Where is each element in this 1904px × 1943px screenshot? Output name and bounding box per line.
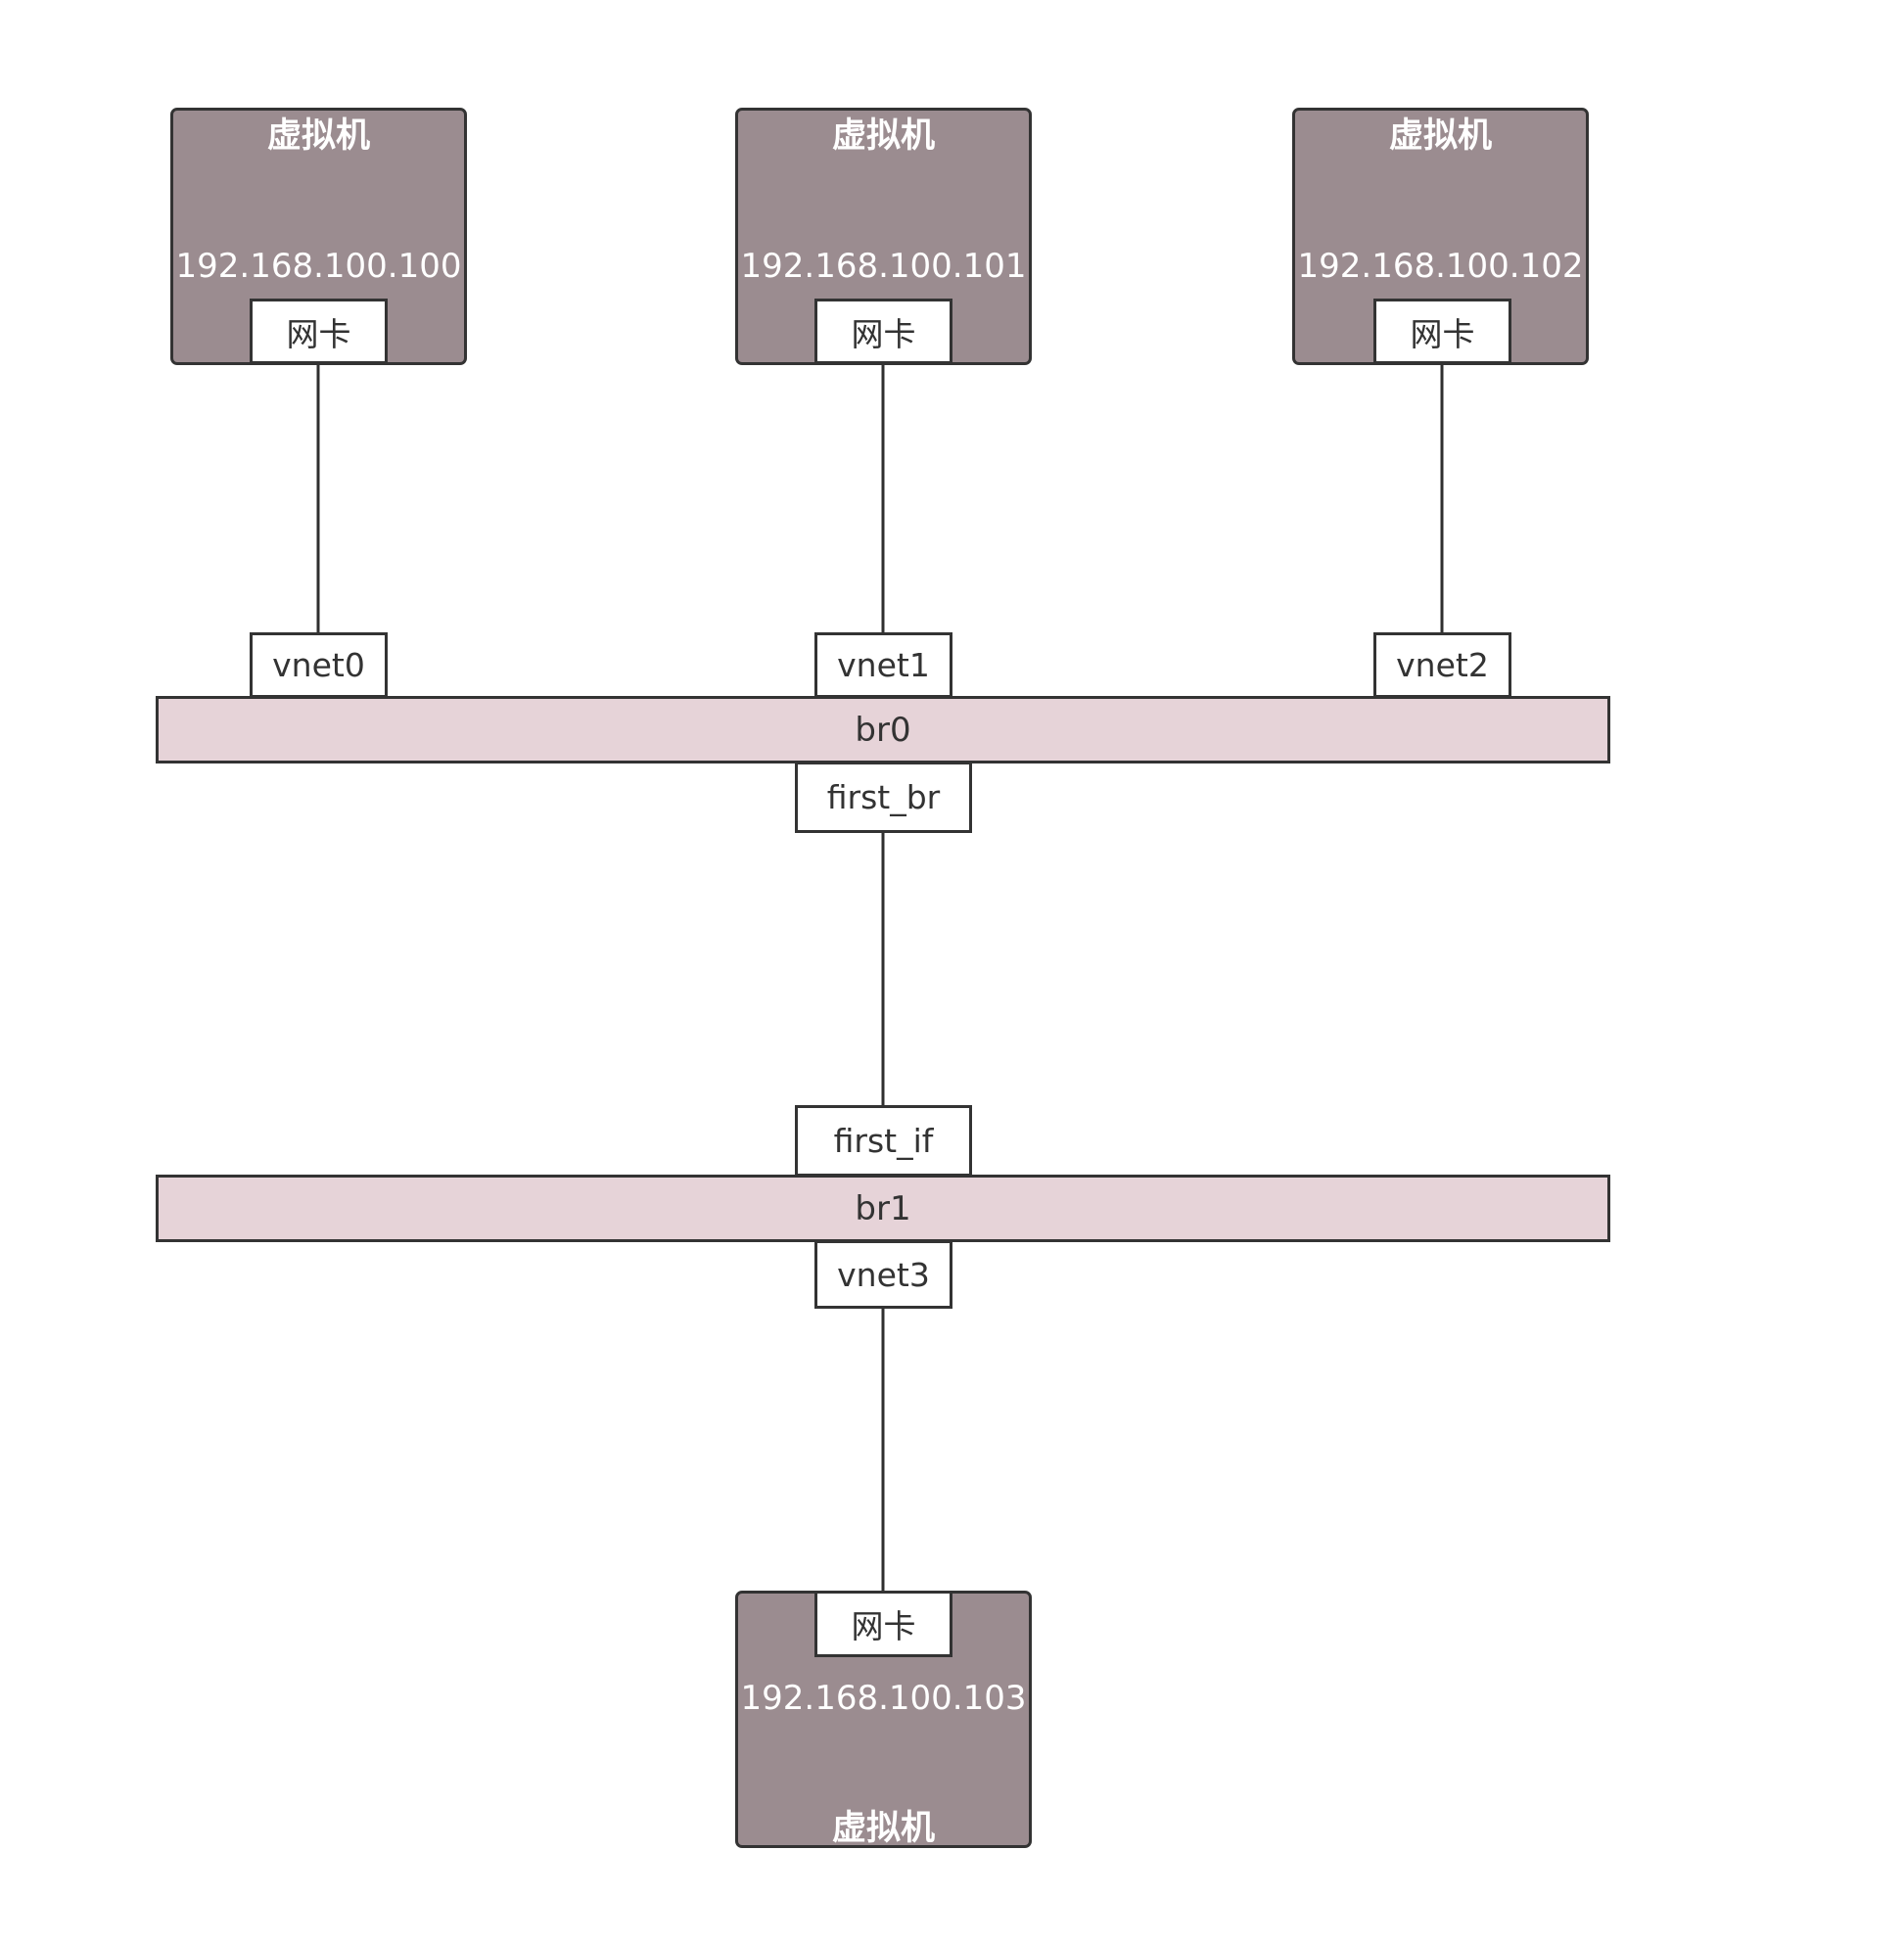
port-label: first_br [826,778,941,816]
nic-label: 网卡 [851,314,916,353]
vm-box-1[interactable]: 虚拟机 192.168.100.101 [735,108,1032,365]
port-label: vnet3 [837,1255,930,1294]
vm-ip-address: 192.168.100.102 [1297,247,1584,286]
bridge-label: br0 [855,710,911,750]
vm-title: 虚拟机 [831,116,935,156]
port-label: vnet2 [1396,646,1489,684]
port-label: vnet1 [837,646,930,684]
vm-nic-2[interactable]: 网卡 [1373,299,1511,364]
br0-uplink-first-br[interactable]: first_br [795,762,972,833]
vm-title: 虚拟机 [266,116,370,156]
br0-port-vnet2[interactable]: vnet2 [1373,632,1511,698]
br0-port-vnet0[interactable]: vnet0 [250,632,388,698]
port-label: first_if [833,1122,934,1160]
port-label: vnet0 [272,646,365,684]
vm-ip-address: 192.168.100.100 [175,247,462,286]
vm-nic-0[interactable]: 网卡 [250,299,388,364]
nic-label: 网卡 [1410,314,1475,353]
bridge-br0[interactable]: br0 [156,696,1610,763]
vm-box-0[interactable]: 虚拟机 192.168.100.100 [170,108,467,365]
bridge-label: br1 [855,1188,911,1228]
nic-label: 网卡 [851,1607,916,1645]
br0-port-vnet1[interactable]: vnet1 [814,632,952,698]
vm-ip-address: 192.168.100.101 [740,247,1027,286]
vm-nic-3[interactable]: 网卡 [814,1591,952,1657]
vm-title: 虚拟机 [831,1809,935,1848]
br1-uplink-first-if[interactable]: first_if [795,1105,972,1177]
vm-title: 虚拟机 [1388,116,1492,156]
vm-ip-address: 192.168.100.103 [740,1679,1027,1718]
bridge-br1[interactable]: br1 [156,1175,1610,1242]
nic-label: 网卡 [286,314,351,353]
vm-nic-1[interactable]: 网卡 [814,299,952,364]
br1-port-vnet3[interactable]: vnet3 [814,1240,952,1309]
